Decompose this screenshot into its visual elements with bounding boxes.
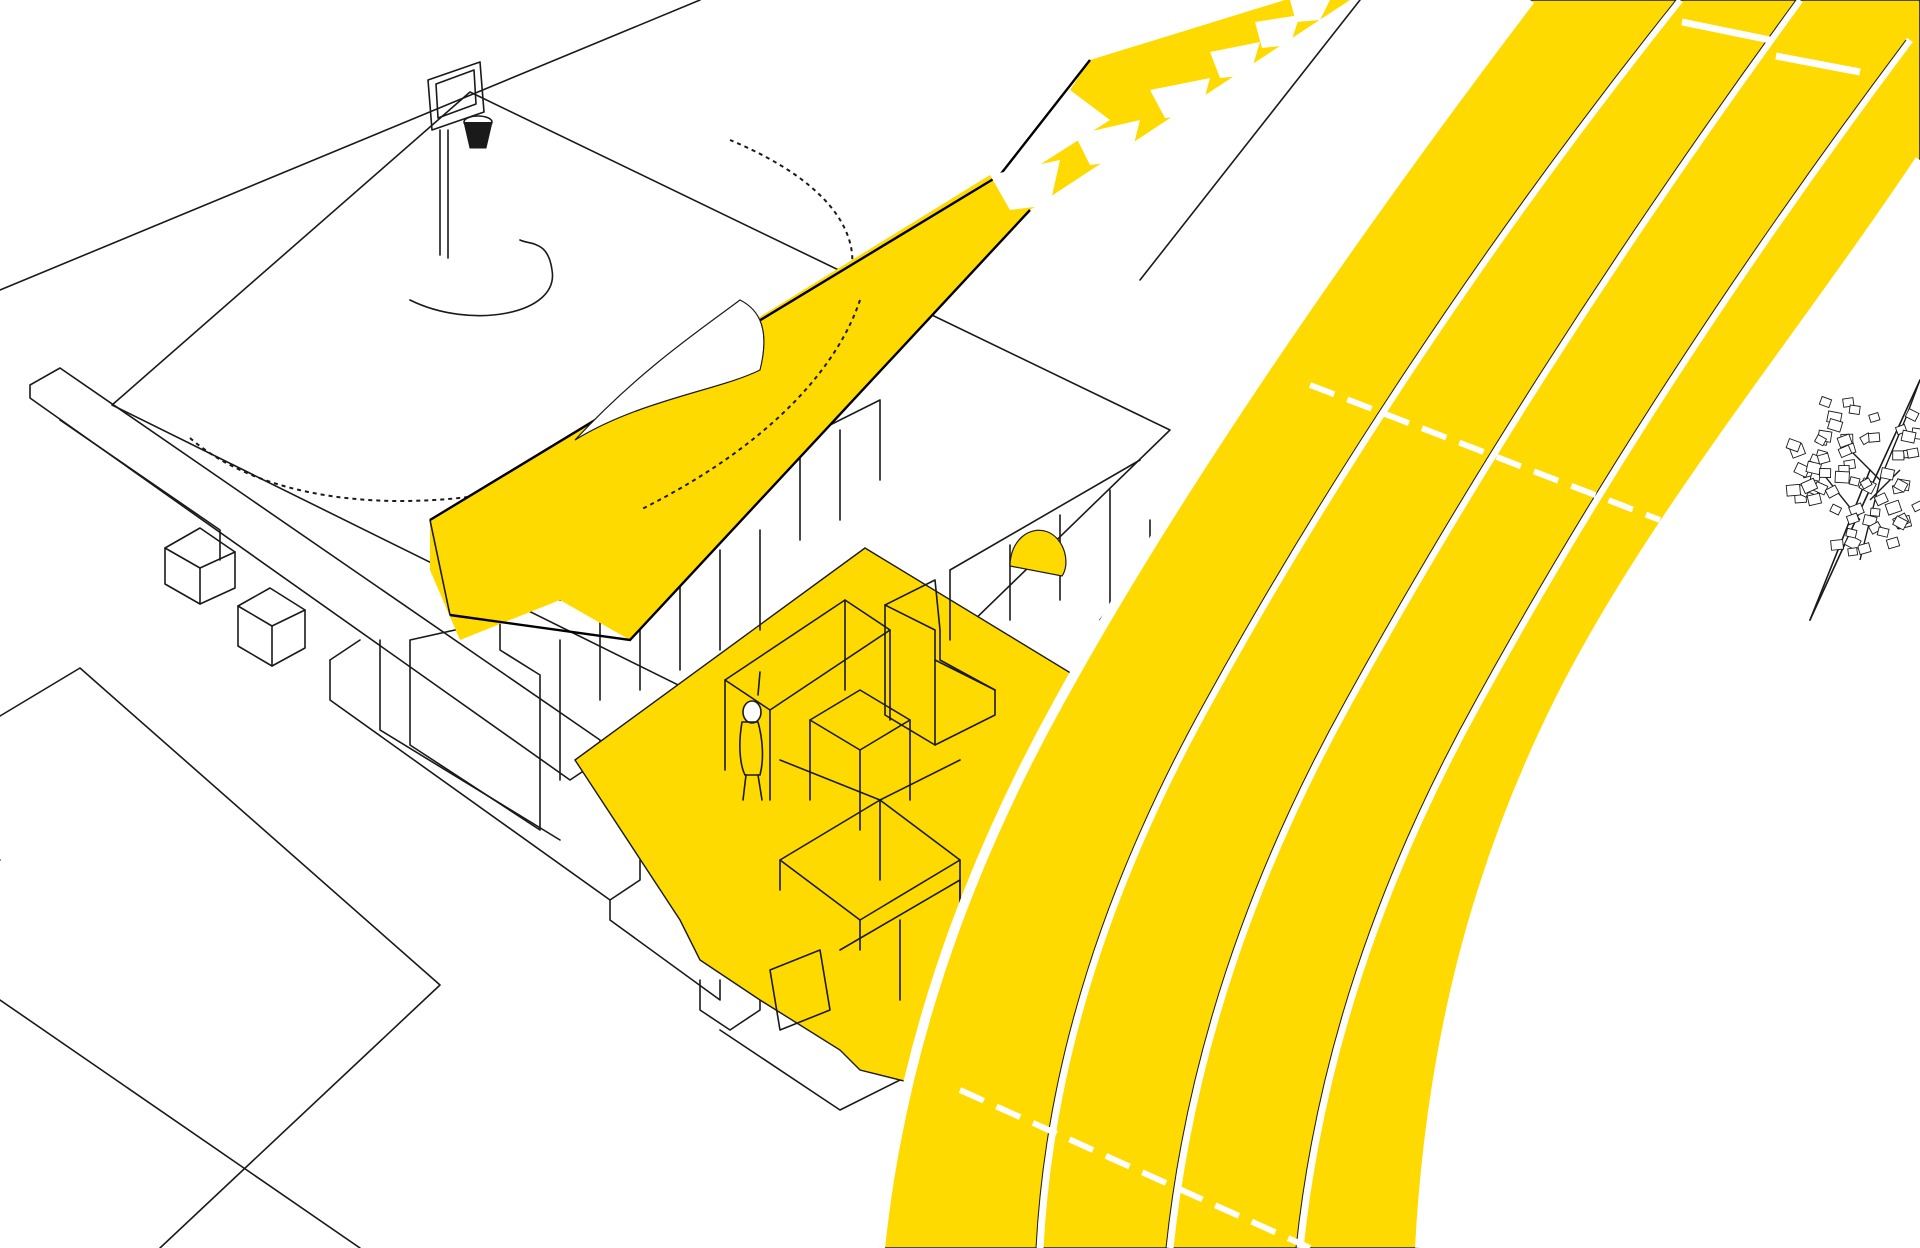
tree-leaf bbox=[1884, 499, 1903, 516]
tree-leaf bbox=[1911, 500, 1920, 513]
tree-leaf bbox=[1806, 492, 1823, 507]
tree-leaf bbox=[1904, 408, 1920, 422]
tree-leaf bbox=[1848, 404, 1861, 415]
tree-leaf bbox=[1879, 467, 1896, 481]
tree-leaf bbox=[1818, 395, 1833, 409]
tree-leaf bbox=[1848, 502, 1865, 518]
tree-leaf bbox=[1785, 438, 1802, 453]
tree-leaf bbox=[1869, 507, 1881, 517]
tree-leaf bbox=[1857, 542, 1872, 556]
tree-branch bbox=[1869, 469, 1901, 501]
tree-leaf bbox=[1873, 492, 1889, 507]
tree-leaf bbox=[1816, 452, 1831, 465]
tree-leaf bbox=[1793, 461, 1811, 478]
running-track bbox=[875, 0, 1920, 1248]
tree-leaf bbox=[1813, 433, 1828, 447]
tree-leaf bbox=[1845, 527, 1858, 539]
tree-leaf bbox=[1847, 547, 1859, 557]
tree-leaf bbox=[1848, 476, 1861, 487]
tree-leaf bbox=[1876, 526, 1890, 538]
tree-leaf bbox=[1836, 433, 1853, 449]
canopy-shape bbox=[430, 0, 1350, 640]
basketball-hoop-icon bbox=[427, 61, 493, 149]
tree-leaf bbox=[1893, 478, 1909, 493]
yellow-canopy bbox=[429, 0, 1350, 642]
tree-leaf bbox=[1900, 429, 1917, 444]
tree-leaf bbox=[1834, 470, 1850, 484]
tree-leaf bbox=[1824, 484, 1840, 499]
tree-leaf bbox=[1830, 539, 1845, 551]
tree-leaf bbox=[1800, 477, 1819, 495]
canopy-chevrons bbox=[990, 0, 1330, 210]
lower-left-court bbox=[0, 667, 441, 1248]
climbing-person-icon bbox=[739, 671, 764, 801]
tree-leaf bbox=[1906, 447, 1920, 459]
tree-leaf bbox=[1837, 444, 1853, 459]
yellow-dome bbox=[1009, 529, 1067, 577]
tree-leaf bbox=[1868, 411, 1881, 424]
tree-leaf bbox=[1867, 432, 1881, 443]
tree-leaf bbox=[1785, 483, 1802, 497]
tree-icon bbox=[1785, 379, 1920, 561]
tree-leaf bbox=[1885, 536, 1901, 550]
tree-leaf bbox=[1826, 418, 1844, 433]
tree-leaf bbox=[1819, 468, 1832, 478]
tree-leaf bbox=[1867, 520, 1883, 535]
basketball-court bbox=[0, 0, 1171, 761]
tree-leaf bbox=[1859, 477, 1873, 490]
tree-leaf bbox=[1892, 515, 1909, 531]
tree-leaf bbox=[1845, 512, 1860, 526]
tree-leaf bbox=[1829, 503, 1843, 516]
tree-leaf bbox=[1892, 450, 1905, 461]
